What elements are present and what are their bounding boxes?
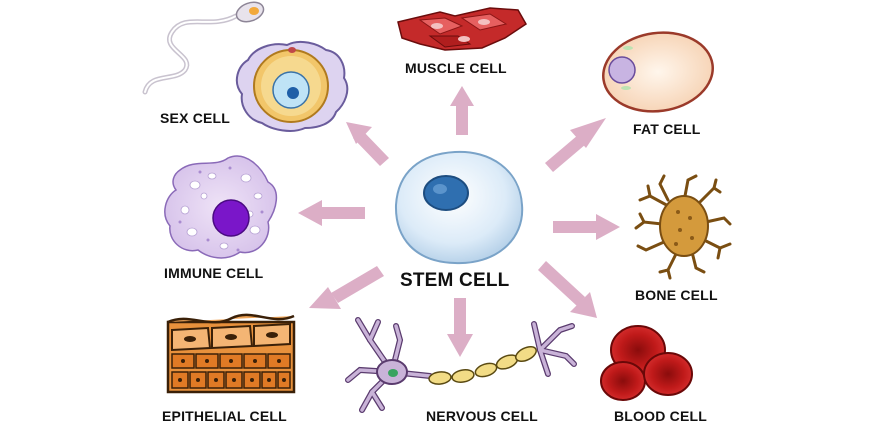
label-stem-cell: STEM CELL bbox=[400, 270, 510, 291]
immune-cell-nucleus bbox=[212, 199, 250, 237]
epithelial-cell bbox=[166, 313, 296, 394]
bone-cell bbox=[634, 174, 732, 280]
arrow-to-immune-cell bbox=[298, 200, 365, 226]
label-sex-cell: SEX CELL bbox=[160, 110, 231, 126]
stem-cell-nucleus bbox=[423, 175, 469, 211]
label-epithelial-cell: EPITHELIAL CELL bbox=[162, 408, 287, 424]
label-immune-cell: IMMUNE CELL bbox=[164, 265, 264, 281]
label-muscle-cell: MUSCLE CELL bbox=[405, 60, 507, 76]
arrow-to-sex-cell bbox=[346, 122, 389, 166]
arrow-to-muscle-cell bbox=[450, 86, 474, 135]
immune-cell bbox=[164, 155, 278, 259]
stem-cell bbox=[394, 150, 524, 265]
label-blood-cell: BLOOD CELL bbox=[614, 408, 707, 424]
arrow-to-nervous-cell bbox=[447, 298, 473, 357]
arrow-to-blood-cell bbox=[538, 261, 597, 318]
nervous-cell bbox=[345, 317, 577, 413]
arrows bbox=[298, 86, 620, 357]
fat-cell bbox=[602, 31, 714, 113]
arrow-to-fat-cell bbox=[545, 118, 606, 172]
bone-cell-body bbox=[659, 195, 709, 257]
blood-cell bbox=[600, 325, 693, 401]
label-fat-cell: FAT CELL bbox=[633, 121, 701, 137]
arrow-to-bone-cell bbox=[553, 214, 620, 240]
muscle-cell bbox=[397, 7, 527, 51]
label-nervous-cell: NERVOUS CELL bbox=[426, 408, 538, 424]
label-bone-cell: BONE CELL bbox=[635, 287, 718, 303]
arrow-to-epithelial-cell bbox=[309, 266, 384, 309]
bone-cell-spots bbox=[674, 210, 694, 246]
sex-cell bbox=[142, 1, 349, 132]
